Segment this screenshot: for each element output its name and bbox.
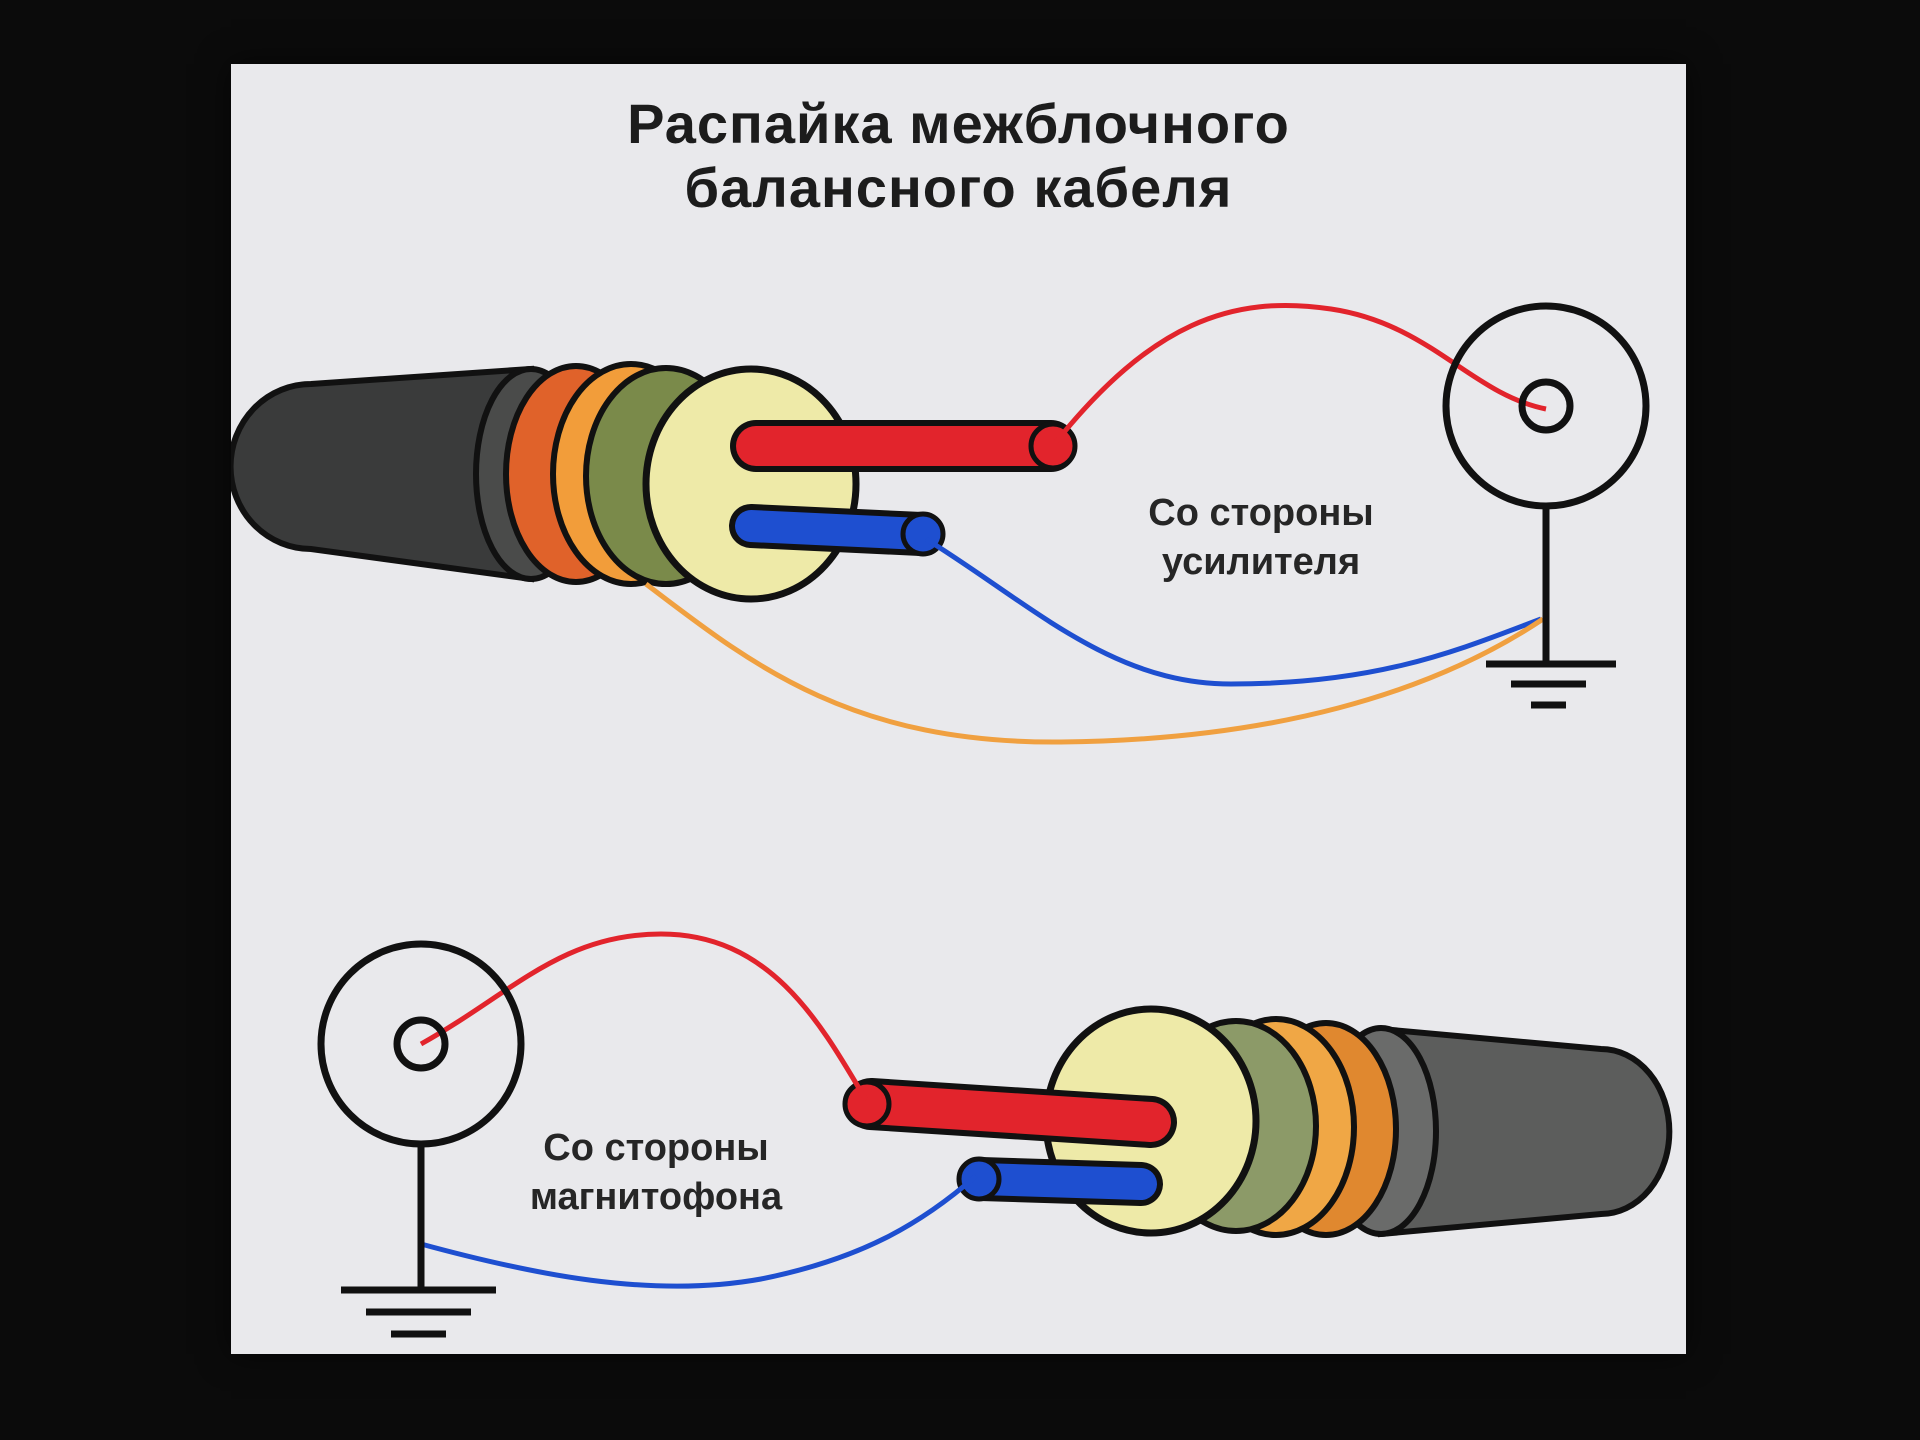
- bottom-cable-jacket: [1378, 1025, 1673, 1238]
- top-connector-symbol: [1442, 302, 1650, 709]
- bottom-red-wire: [419, 931, 869, 1102]
- diagram-screen: Распайка межблочного балансного кабеля С…: [231, 64, 1686, 1354]
- top-connector-center: [1518, 378, 1574, 434]
- bottom-connector-center: [393, 1016, 449, 1072]
- top-cable-insulator: [642, 365, 860, 603]
- bottom-red-conductor-tip: [842, 1079, 892, 1129]
- tape-label-line-1: Со стороны: [543, 1127, 769, 1169]
- bottom-cable: [842, 1005, 1673, 1238]
- top-cable-jacket: [231, 365, 534, 583]
- amplifier-label-line-1: Со стороны: [1148, 492, 1374, 534]
- bottom-connector-symbol: [317, 940, 525, 1338]
- title-line-1: Распайка межблочного: [627, 92, 1290, 155]
- top-cable: [231, 361, 1078, 603]
- top-orange-wire: [644, 582, 1545, 745]
- bottom-blue-wire: [420, 1174, 978, 1289]
- title-line-2: балансного кабеля: [684, 156, 1233, 220]
- top-blue-wire: [924, 536, 1542, 687]
- diagram-title: Распайка межблочного балансного кабеля: [231, 92, 1686, 221]
- amplifier-side-label: Со стороны усилителя: [1111, 489, 1411, 588]
- top-connector-outer: [1442, 302, 1650, 510]
- amplifier-label-line-2: усилителя: [1161, 541, 1361, 584]
- top-red-wire: [1054, 302, 1547, 444]
- tape-label-line-2: магнитофона: [529, 1176, 783, 1219]
- bottom-blue-conductor-tip: [956, 1156, 1002, 1202]
- tape-recorder-side-label: Со стороны магнитофона: [486, 1124, 826, 1223]
- cable-diagram: [231, 302, 1673, 1338]
